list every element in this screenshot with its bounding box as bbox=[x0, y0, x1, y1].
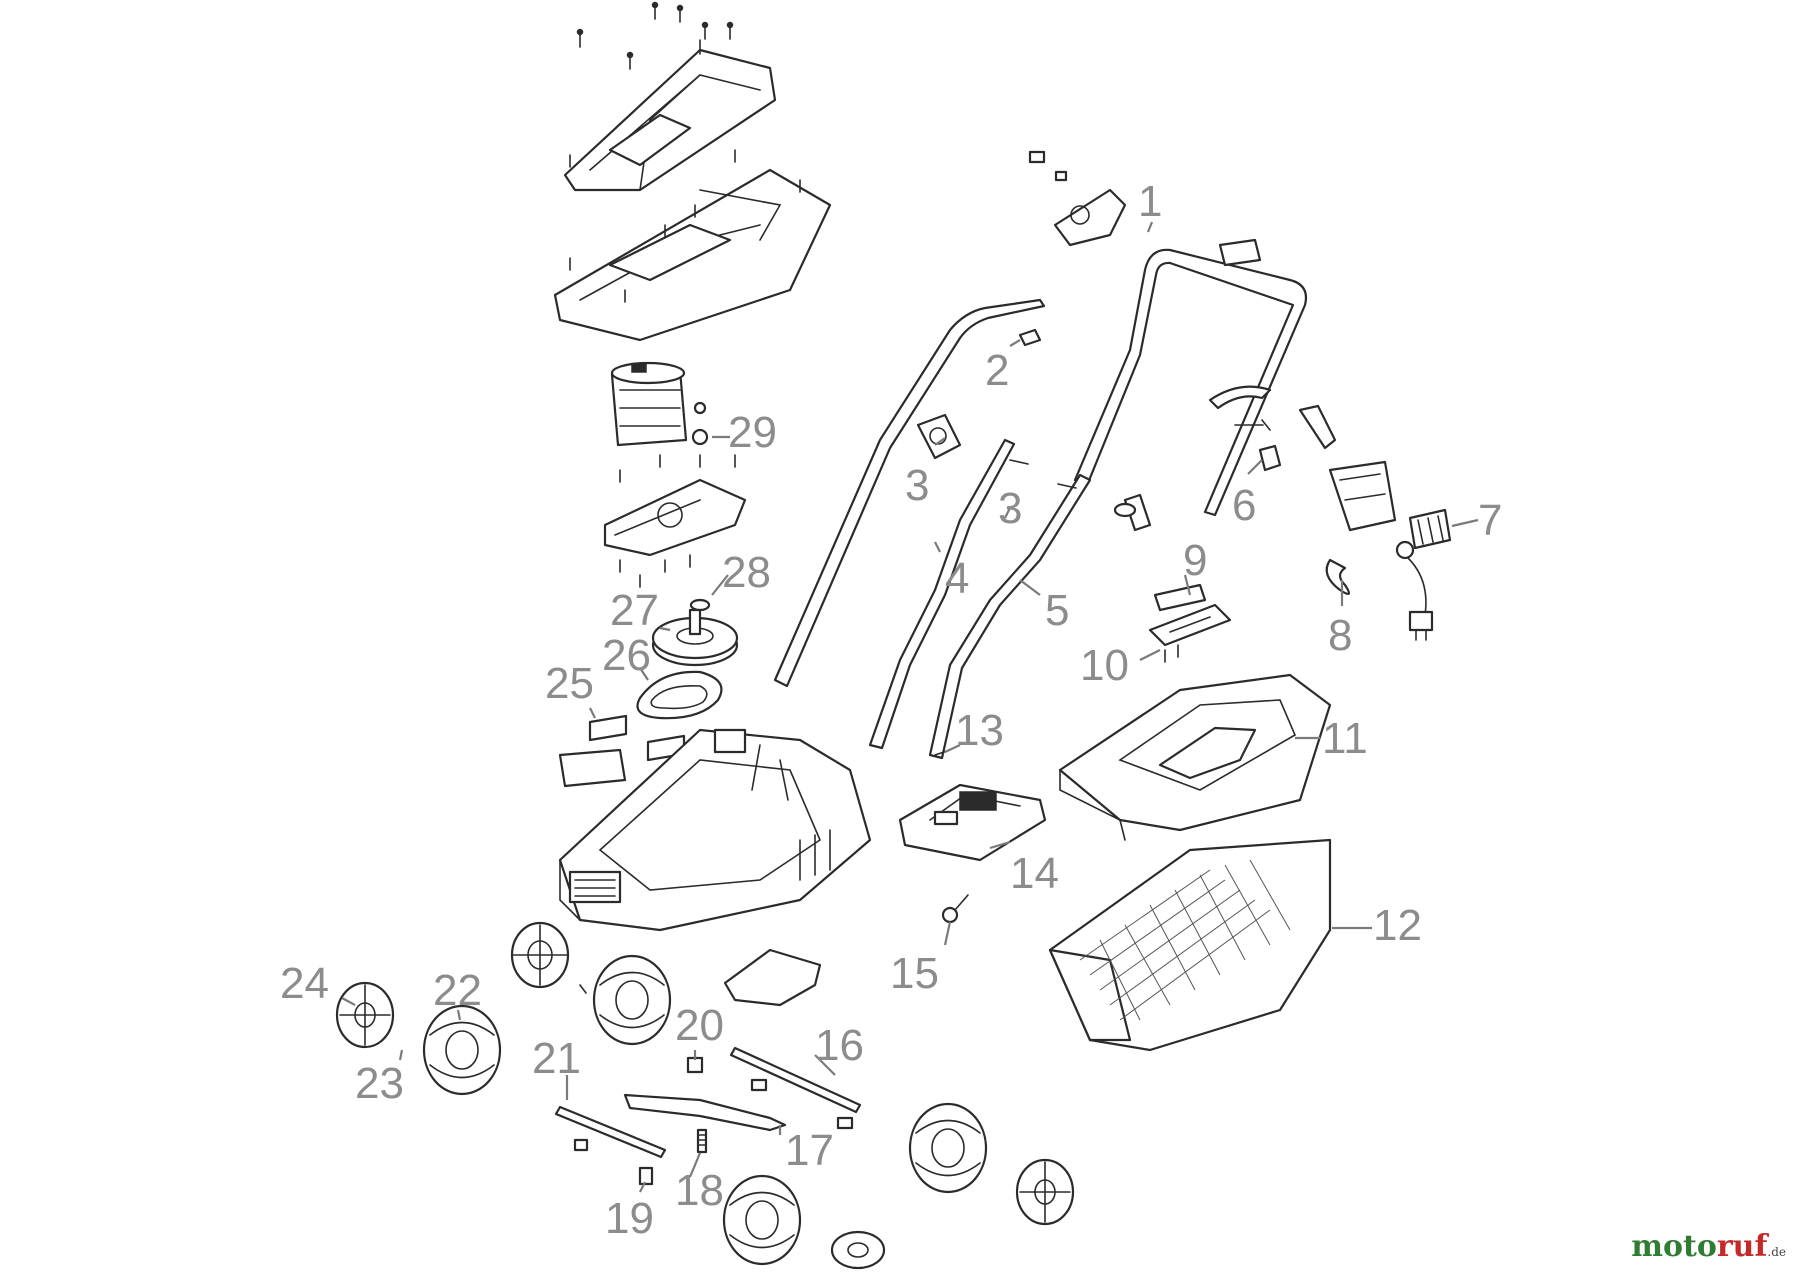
top-hood-cover bbox=[563, 48, 777, 192]
lower-handle-5 bbox=[928, 473, 1092, 760]
callout-10: 10 bbox=[1080, 641, 1129, 690]
cover-plate bbox=[723, 948, 822, 1007]
callout-5: 5 bbox=[1045, 586, 1069, 635]
callout-23: 23 bbox=[355, 1059, 404, 1108]
callout-22: 22 bbox=[433, 966, 482, 1015]
axle-21 bbox=[554, 1105, 667, 1159]
leader-lines bbox=[341, 221, 1479, 1193]
callout-24: 24 bbox=[280, 959, 329, 1008]
drive-belt-26 bbox=[636, 670, 723, 720]
callout-3a: 3 bbox=[905, 461, 929, 510]
cover-flap-10 bbox=[1148, 603, 1232, 663]
nut-20 bbox=[686, 1056, 704, 1074]
upper-handle-1 bbox=[1073, 248, 1308, 517]
rear-wheel-left-outer bbox=[510, 921, 570, 989]
motor-mount-plate bbox=[603, 454, 747, 588]
small-bolts bbox=[573, 1078, 854, 1152]
watermark-part-2: ruf bbox=[1716, 1229, 1768, 1264]
cable-relief-7 bbox=[1408, 508, 1452, 550]
callout-19: 19 bbox=[605, 1194, 654, 1243]
callout-8: 8 bbox=[1328, 611, 1352, 660]
handle-bar-left bbox=[773, 298, 1046, 688]
callout-16: 16 bbox=[815, 1021, 864, 1070]
wheel-front-left bbox=[722, 1174, 886, 1270]
callout-11: 11 bbox=[1322, 714, 1368, 763]
callout-15: 15 bbox=[890, 949, 939, 998]
power-cable bbox=[1395, 540, 1434, 641]
handle-clamps-3 bbox=[916, 413, 1152, 532]
washer-28 bbox=[689, 598, 711, 612]
callout-18: 18 bbox=[675, 1166, 724, 1215]
mower-deck bbox=[558, 728, 872, 932]
motor-housing-plate bbox=[553, 149, 832, 342]
key-15 bbox=[941, 894, 969, 924]
rear-wheel-left bbox=[579, 954, 672, 1046]
bolt-19 bbox=[638, 1166, 654, 1186]
callout-21: 21 bbox=[532, 1034, 581, 1083]
grass-catcher-12 bbox=[1048, 838, 1332, 1052]
callout-28: 28 bbox=[722, 548, 771, 597]
callout-14: 14 bbox=[1010, 849, 1059, 898]
callout-29: 29 bbox=[728, 408, 777, 457]
pulley-27 bbox=[651, 608, 739, 667]
callout-7: 7 bbox=[1478, 496, 1502, 545]
wheel-22 bbox=[422, 1004, 502, 1096]
callout-2: 2 bbox=[985, 346, 1009, 395]
watermark-part-1: moto bbox=[1631, 1229, 1717, 1264]
callout-6: 6 bbox=[1232, 481, 1256, 530]
callout-labels: 1 2 3 3 4 5 6 7 8 9 10 11 12 13 14 15 16… bbox=[280, 177, 1502, 1243]
switch-box-top bbox=[1028, 150, 1262, 267]
watermark-logo: motoruf.de bbox=[1631, 1229, 1786, 1264]
callout-26: 26 bbox=[602, 631, 651, 680]
wheel-front-right bbox=[908, 1102, 1075, 1226]
callout-1: 1 bbox=[1138, 177, 1162, 226]
callout-9: 9 bbox=[1183, 536, 1207, 585]
callout-25: 25 bbox=[545, 659, 594, 708]
callout-27: 27 bbox=[610, 586, 659, 635]
motor bbox=[610, 361, 709, 447]
cable-clip-2 bbox=[1018, 328, 1042, 347]
callout-17: 17 bbox=[785, 1126, 834, 1175]
bolt-18 bbox=[696, 1128, 708, 1154]
callout-12: 12 bbox=[1373, 901, 1422, 950]
wheel-cap-24 bbox=[335, 981, 395, 1049]
axle-16 bbox=[729, 1046, 862, 1114]
upper-shroud-11 bbox=[1058, 673, 1332, 841]
switch-housing-6 bbox=[1258, 444, 1397, 532]
callout-4: 4 bbox=[945, 554, 969, 603]
small-parts-25 bbox=[558, 714, 686, 788]
switch-lever bbox=[1208, 385, 1337, 450]
cable-hook-8 bbox=[1325, 558, 1351, 596]
label-9 bbox=[1153, 583, 1207, 612]
callout-20: 20 bbox=[675, 1001, 724, 1050]
screws-top bbox=[576, 1, 734, 70]
callout-3b: 3 bbox=[998, 484, 1022, 533]
lower-handle-4 bbox=[868, 438, 1016, 750]
blade-17 bbox=[623, 1093, 787, 1132]
watermark-part-3: .de bbox=[1767, 1245, 1786, 1259]
callout-13: 13 bbox=[955, 706, 1004, 755]
